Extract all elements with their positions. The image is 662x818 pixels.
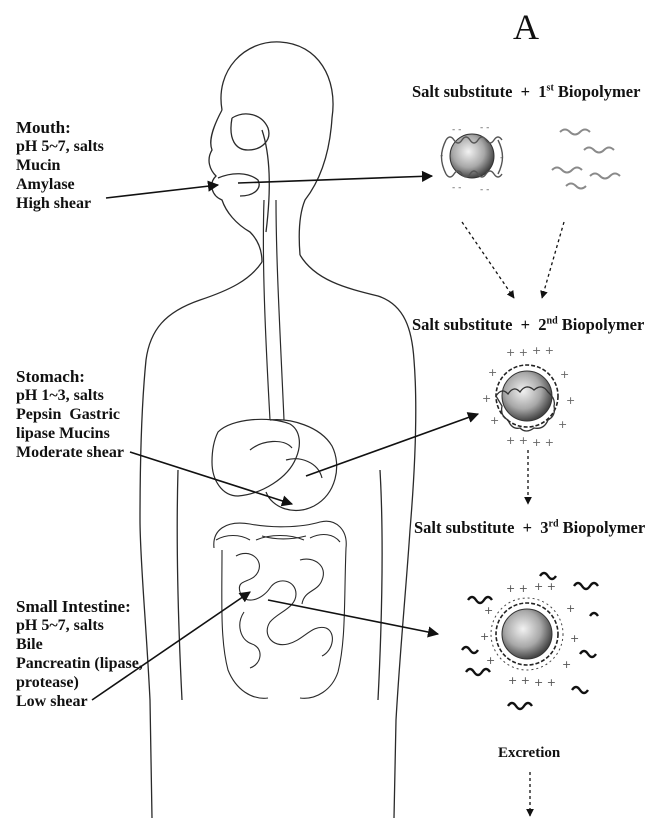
svg-text:- -: - -: [480, 123, 489, 133]
mouth-condition: Mucin: [16, 156, 104, 175]
svg-text:- -: - -: [480, 185, 489, 195]
stomach-label-block: Stomach: pH 1~3, salts Pepsin Gastric li…: [16, 367, 124, 462]
small-intestine-condition: protease): [16, 673, 143, 692]
stage-2-prefix: Salt substitute + 2: [412, 315, 547, 334]
stage-1-caption: Salt substitute + 1st Biopolymer: [412, 82, 640, 102]
small-intestine-condition: Bile: [16, 635, 143, 654]
svg-text:- -: - -: [452, 125, 461, 135]
stage-2-ordinal: nd: [547, 316, 558, 327]
svg-text:- -: - -: [452, 183, 461, 193]
mouth-out-arrow: [238, 176, 432, 183]
svg-text:+ +: + +: [532, 344, 554, 357]
mouth-condition: High shear: [16, 194, 104, 213]
svg-text:+ +: + +: [532, 436, 554, 449]
small-intestine-label-block: Small Intestine: pH 5~7, salts Bile Panc…: [16, 597, 143, 711]
svg-text:+: +: [488, 366, 497, 379]
mouth-condition: Amylase: [16, 175, 104, 194]
droplet-stage-2: + + + + + + + + + + + + + +: [482, 344, 575, 449]
stage-2-caption: Salt substitute + 2nd Biopolymer: [412, 315, 644, 335]
stomach-title: Stomach:: [16, 367, 124, 386]
stage-1-suffix: Biopolymer: [554, 82, 641, 101]
svg-text:+: +: [570, 632, 579, 645]
droplet-stage-3: + + + + + + + + + + + + + +: [480, 580, 579, 689]
svg-text:+: +: [566, 602, 575, 615]
svg-text:+ +: + +: [506, 434, 528, 447]
stomach-in-arrow: [130, 452, 292, 504]
mouth-title: Mouth:: [16, 118, 104, 137]
stage-3-suffix: Biopolymer: [559, 518, 646, 537]
mouth-label-block: Mouth: pH 5~7, salts Mucin Amylase High …: [16, 118, 104, 213]
stomach-condition: lipase Mucins: [16, 424, 124, 443]
small-intestine-condition: Low shear: [16, 692, 143, 711]
svg-text:-: -: [440, 151, 443, 161]
svg-text:+ +: + +: [506, 346, 528, 359]
stomach-condition: Moderate shear: [16, 443, 124, 462]
svg-text:+: +: [558, 418, 567, 431]
stomach-condition: pH 1~3, salts: [16, 386, 124, 405]
small-intestine-condition: pH 5~7, salts: [16, 616, 143, 635]
stage-3-caption: Salt substitute + 3rd Biopolymer: [414, 518, 645, 538]
stage-1-ordinal: st: [547, 83, 554, 94]
svg-text:+: +: [486, 654, 495, 667]
stage-1-prefix: Salt substitute + 1: [412, 82, 547, 101]
intestine-out-arrow: [268, 600, 438, 634]
mouth-in-arrow: [106, 185, 218, 198]
esophagus: [263, 200, 284, 420]
intestines: [214, 521, 346, 698]
excretion-label: Excretion: [498, 745, 560, 762]
flow-arrow-right: [542, 222, 564, 298]
liver-and-stomach: [212, 419, 337, 510]
svg-text:+ +: + +: [534, 676, 556, 689]
svg-text:+: +: [566, 394, 575, 407]
svg-text:+: +: [482, 392, 491, 405]
panel-letter: A: [513, 6, 539, 48]
droplet-stage-1: - - - - - - - - - -: [440, 123, 503, 195]
stage-3-prefix: Salt substitute + 3: [414, 518, 549, 537]
svg-text:+ +: + +: [506, 582, 528, 595]
small-intestine-condition: Pancreatin (lipase,: [16, 654, 143, 673]
small-intestine-title: Small Intestine:: [16, 597, 143, 616]
flow-arrow-left: [462, 222, 514, 298]
organ-pointer-arrows: [92, 176, 478, 700]
human-body-outline: [140, 42, 416, 818]
svg-text:+: +: [490, 414, 499, 427]
svg-text:+: +: [484, 604, 493, 617]
svg-text:+ +: + +: [508, 674, 530, 687]
free-biopolymer-1: [552, 130, 620, 189]
svg-text:-: -: [500, 153, 503, 163]
mouth-condition: pH 5~7, salts: [16, 137, 104, 156]
svg-text:+ +: + +: [534, 580, 556, 593]
svg-text:+: +: [480, 630, 489, 643]
stomach-condition: Pepsin Gastric: [16, 405, 124, 424]
svg-text:+: +: [560, 368, 569, 381]
stage-2-suffix: Biopolymer: [558, 315, 645, 334]
stage-3-ordinal: rd: [549, 519, 559, 530]
svg-text:+: +: [562, 658, 571, 671]
